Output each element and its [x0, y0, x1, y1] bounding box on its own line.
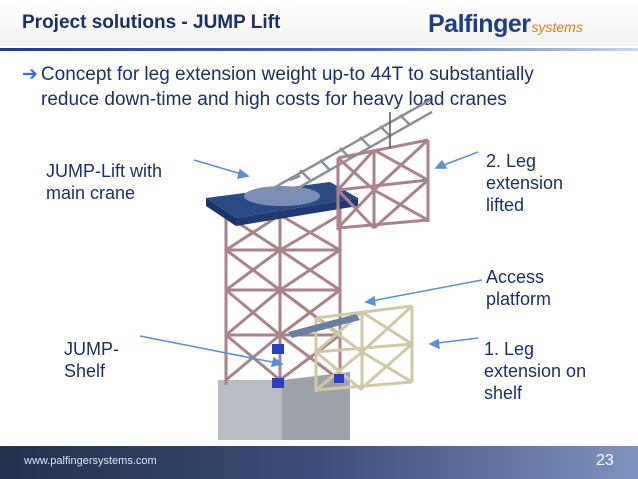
arrow-jump-shelf — [139, 335, 283, 365]
label-leg-on-shelf: 1. Leg extension on shelf — [484, 339, 587, 403]
jump-shelf-block — [334, 374, 344, 383]
palfinger-systems-logo: Palfinger systems — [428, 10, 583, 38]
label-jump-lift: JUMP-Lift with main crane — [46, 161, 163, 203]
bullet-text-line2: reduce down-time and high costs for heav… — [41, 89, 507, 110]
logo-main-text: Palfinger — [428, 10, 531, 38]
callout-arrows — [139, 151, 483, 367]
label-leg-lifted: 2. Leg extension lifted — [486, 151, 564, 215]
slide-header: Project solutions - JUMP Lift Palfinger … — [0, 0, 638, 46]
main-tower — [224, 200, 342, 388]
slide-footer: www.palfingersystems.com 23 — [0, 446, 638, 479]
slide-title: Project solutions - JUMP Lift — [22, 12, 281, 33]
bullet-text-line1: Concept for leg extension weight up-to 4… — [40, 64, 534, 85]
jump-shelf-block — [272, 344, 284, 354]
slewing-ring — [244, 186, 320, 206]
leg-extension-lifted — [336, 138, 430, 230]
logo-sub-text: systems — [531, 19, 583, 35]
header-divider — [0, 48, 638, 51]
jump-shelf-block — [272, 378, 284, 388]
bullet-point: ➔Concept for leg extension weight up-to … — [22, 62, 622, 112]
footer-url: www.palfingersystems.com — [24, 455, 157, 467]
page-number: 23 — [596, 452, 614, 469]
arrow-access-platform — [365, 279, 483, 303]
label-jump-shelf: JUMP- Shelf — [64, 339, 119, 381]
access-platform — [288, 314, 360, 338]
leg-extension-on-shelf — [314, 304, 414, 392]
base-front — [218, 380, 282, 440]
bullet-arrow-icon: ➔ — [22, 64, 38, 85]
label-access-platform: Access platform — [486, 267, 552, 309]
